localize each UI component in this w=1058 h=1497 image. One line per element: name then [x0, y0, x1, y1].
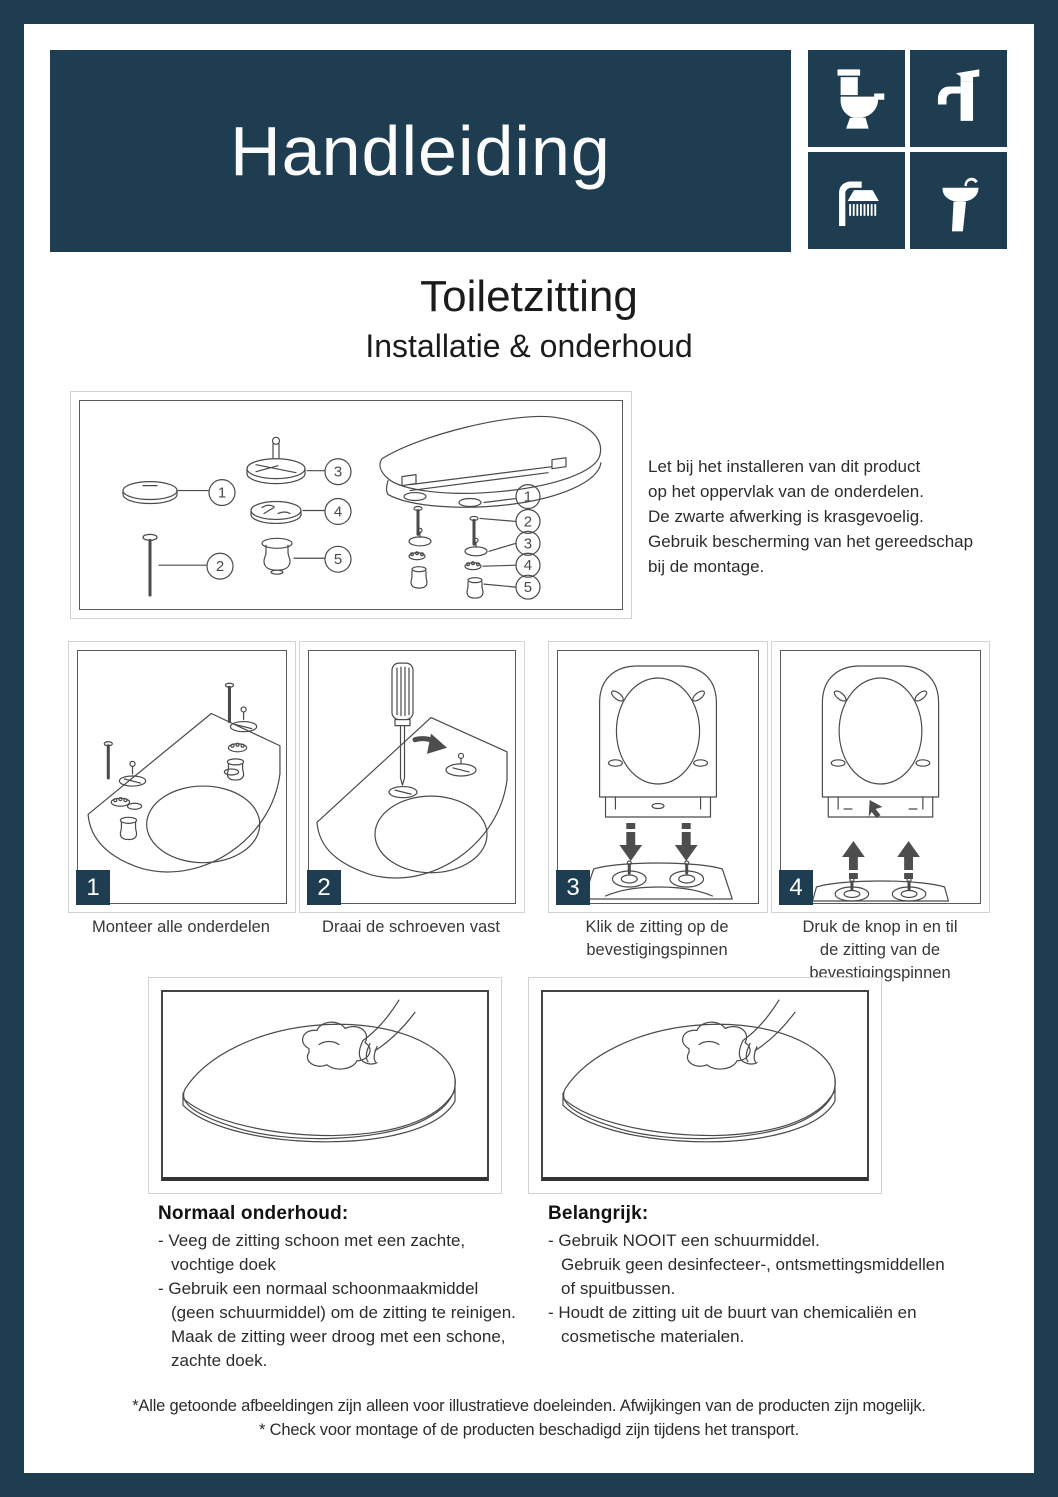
text-line: - Houdt de zitting uit de buurt van chem…	[548, 1303, 917, 1322]
step-number-badge: 3	[556, 870, 590, 905]
header-banner: Handleiding	[50, 50, 791, 252]
step-caption-2: Draai de schroeven vast	[301, 916, 521, 939]
bathroom-icon-grid	[808, 50, 1007, 249]
washbasin-icon	[942, 177, 978, 231]
section-heading: Normaal onderhoud:	[158, 1203, 349, 1224]
maintenance-figure-normal	[148, 977, 502, 1194]
part-callout-right-1: 1	[524, 489, 532, 506]
text-line: - Gebruik NOOIT een schuurmiddel.	[548, 1231, 820, 1250]
step-frame-3	[557, 650, 759, 904]
doc-title: Toiletzitting	[420, 272, 638, 321]
step-illustration-mount-parts	[87, 682, 281, 873]
install-note: Let bij het installeren van dit product …	[648, 454, 973, 579]
footer-disclaimer-line-1: *Alle getoonde afbeeldingen zijn alleen …	[132, 1397, 926, 1415]
parts-figure: 1 2 3	[70, 391, 632, 619]
step-caption-1: Monteer alle onderdelen	[71, 916, 291, 939]
maintenance-frame-normal	[161, 990, 489, 1181]
tile-washbasin	[910, 152, 1007, 249]
doc-subtitle: Installatie & onderhoud	[365, 328, 693, 364]
caption-line: Klik de zitting op de	[585, 918, 729, 936]
step-number-badge: 1	[76, 870, 110, 905]
text-line: (geen schuurmiddel) om de zitting te rei…	[171, 1303, 516, 1322]
step-box-1: 1	[68, 641, 296, 913]
step-caption-3: Klik de zitting op de bevestigingspinnen	[557, 916, 757, 962]
tile-toilet	[808, 50, 905, 147]
caption-line: Monteer alle onderdelen	[92, 918, 270, 936]
text-line: cosmetische materialen.	[561, 1327, 745, 1346]
note-line: op het oppervlak van de onderdelen.	[648, 482, 924, 501]
note-line: bij de montage.	[648, 557, 765, 576]
caption-line: de zitting van de	[819, 941, 941, 959]
note-line: Let bij het installeren van dit product	[648, 457, 921, 476]
step-caption-4: Druk de knop in en til de zitting van de…	[780, 916, 980, 985]
part-callout-right-4: 4	[524, 557, 532, 574]
part-callout-right-5: 5	[524, 579, 532, 596]
page-body: Handleiding	[24, 24, 1034, 1473]
step-frame-1	[77, 650, 287, 904]
step-frame-2	[308, 650, 516, 904]
caption-line: Druk de knop in en til	[802, 918, 958, 936]
caption-line: Draai de schroeven vast	[322, 918, 500, 936]
maintenance-illustration-wipe-seat	[562, 999, 836, 1143]
text-line: of spuitbussen.	[561, 1279, 676, 1298]
text-line: vochtige doek	[171, 1255, 276, 1274]
part-callout-1: 1	[218, 485, 226, 502]
part-callout-2: 2	[216, 558, 224, 575]
step-box-4: 4	[771, 641, 990, 913]
part-callout-right-2: 2	[524, 513, 532, 530]
section-important: Belangrijk: - Gebruik NOOIT een schuurmi…	[548, 1202, 945, 1349]
tile-faucet	[910, 50, 1007, 147]
step-frame-4	[780, 650, 981, 904]
step-illustration-tighten-screws	[316, 662, 508, 879]
step-box-2: 2	[299, 641, 525, 913]
page-title: Handleiding	[230, 112, 611, 190]
note-line: Gebruik bescherming van het gereedschap	[648, 532, 974, 551]
part-callout-5: 5	[334, 551, 342, 568]
text-line: Maak de zitting weer droog met een schon…	[171, 1327, 506, 1346]
text-line: zachte doek.	[171, 1351, 268, 1370]
step-box-3: 3	[548, 641, 768, 913]
text-line: - Veeg de zitting schoon met een zachte,	[158, 1231, 466, 1250]
toilet-icon	[837, 68, 884, 129]
shower-icon	[838, 181, 879, 226]
parts-diagram-illustration: 1 2 3	[122, 415, 602, 600]
footer-disclaimer-line-2: * Check voor montage of de producten bes…	[259, 1421, 799, 1439]
step-number-badge: 2	[307, 870, 341, 905]
faucet-icon	[937, 68, 979, 121]
maintenance-illustration-wipe-seat	[182, 999, 456, 1143]
text-line: - Gebruik een normaal schoonmaakmiddel	[158, 1279, 479, 1298]
maintenance-figure-important	[528, 977, 882, 1194]
caption-line: bevestigingspinnen	[586, 941, 728, 959]
tile-shower	[808, 152, 905, 249]
part-callout-right-3: 3	[524, 535, 532, 552]
step-number-badge: 4	[779, 870, 813, 905]
part-callout-3: 3	[334, 464, 342, 481]
step-illustration-click-seat	[583, 665, 733, 900]
part-callout-4: 4	[334, 503, 342, 520]
section-normal-maintenance: Normaal onderhoud: - Veeg de zitting sch…	[158, 1202, 516, 1373]
maintenance-frame-important	[541, 990, 869, 1181]
parts-figure-frame: 1 2 3	[79, 400, 623, 610]
note-line: De zwarte afwerking is krasgevoelig.	[648, 507, 924, 526]
step-illustration-release-seat	[811, 665, 950, 902]
section-heading: Belangrijk:	[548, 1203, 649, 1224]
text-line: Gebruik geen desinfecteer-, ontsmettings…	[561, 1255, 945, 1274]
